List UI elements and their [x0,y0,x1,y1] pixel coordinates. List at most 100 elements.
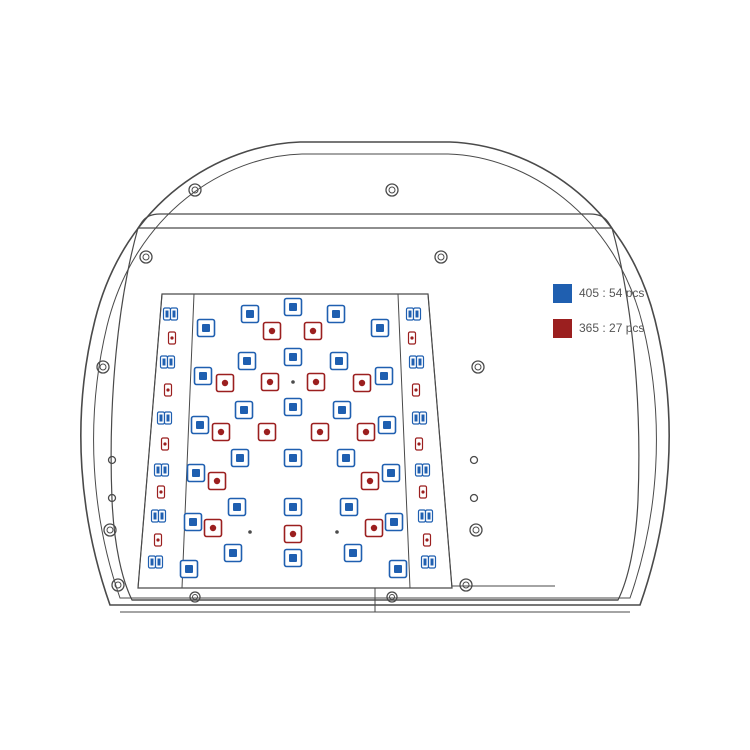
side-led-strips [147,307,437,569]
legend: 405 : 54 pcs 365 : 27 pcs [553,283,644,353]
led-405 [234,400,254,420]
screw-hole-center [114,581,122,589]
led-405 [230,448,250,468]
panel-marker-dot [335,530,339,534]
led-405 [343,543,363,563]
screw-hole [107,493,117,503]
led-405 [339,497,359,517]
led-405 [227,497,247,517]
screw-hole-center [99,363,107,371]
screw-hole [469,523,483,537]
screw-hole [96,360,110,374]
screw-hole-center [389,594,395,600]
side-led-365 [422,533,432,547]
side-led-405 [163,411,173,425]
panel-marker-dot [248,530,252,534]
led-405 [196,318,216,338]
screw-hole-center [388,186,396,194]
led-405 [179,559,199,579]
led-405 [384,512,404,532]
led-365 [306,372,326,392]
side-led-405 [421,463,431,477]
screw-holes [96,183,485,603]
legend-label-405: 405 : 54 pcs [579,286,645,300]
led-405 [377,415,397,435]
side-led-365 [167,331,177,345]
side-led-365 [163,383,173,397]
screw-hole [103,523,117,537]
screw-hole-center [106,526,114,534]
led-405 [223,543,243,563]
led-405 [374,366,394,386]
side-led-365 [411,383,421,397]
side-led-405 [156,411,166,425]
side-led-365 [156,485,166,499]
side-led-365 [414,437,424,451]
side-led-405 [154,555,164,569]
led-405 [240,304,260,324]
side-led-365 [418,485,428,499]
side-led-405 [408,355,418,369]
led-grid [179,297,408,579]
side-led-365 [153,533,163,547]
screw-hole [386,591,398,603]
led-365 [283,524,303,544]
led-405 [326,304,346,324]
led-405 [193,366,213,386]
side-led-405 [147,555,157,569]
led-365 [356,422,376,442]
legend-swatch-blue [553,283,572,303]
side-led-405 [412,307,422,321]
screw-hole-center [192,594,198,600]
legend-item-405: 405 : 54 pcs [553,283,644,303]
lamp-housing-outer [80,141,670,606]
screw-hole [471,360,485,374]
led-365 [310,422,330,442]
side-led-405 [169,307,179,321]
screw-hole [188,183,202,197]
panel-marker-dot [291,380,295,384]
side-led-405 [427,555,437,569]
side-led-405 [420,555,430,569]
led-405 [283,297,303,317]
led-405 [388,559,408,579]
screw-hole [385,183,399,197]
screw-hole-center [462,581,470,589]
side-led-405 [162,307,172,321]
led-405 [183,512,203,532]
side-led-365 [407,331,417,345]
led-panel [137,293,453,589]
led-405 [370,318,390,338]
led-405 [336,448,356,468]
side-led-405 [414,463,424,477]
side-led-405 [405,307,415,321]
legend-label-365: 365 : 27 pcs [579,321,645,335]
led-365 [203,518,223,538]
led-365 [260,372,280,392]
side-led-405 [411,411,421,425]
screw-hole [107,455,117,465]
side-led-405 [166,355,176,369]
side-led-405 [159,355,169,369]
led-405 [283,497,303,517]
legend-item-365: 365 : 27 pcs [553,318,644,338]
led-panel-right-strip [397,293,453,589]
led-405 [190,415,210,435]
screw-hole [139,250,153,264]
led-405 [283,548,303,568]
lamp-top-bar [136,213,614,229]
screw-hole-center [472,526,480,534]
led-405 [186,463,206,483]
side-led-405 [418,411,428,425]
side-led-405 [157,509,167,523]
led-365 [303,321,323,341]
led-405 [381,463,401,483]
screw-hole-center [191,186,199,194]
led-405 [329,351,349,371]
screw-hole-center [142,253,150,261]
screw-hole-center [474,363,482,371]
screw-hole-center [437,253,445,261]
led-365 [215,373,235,393]
legend-swatch-red [553,318,572,338]
side-led-405 [415,355,425,369]
